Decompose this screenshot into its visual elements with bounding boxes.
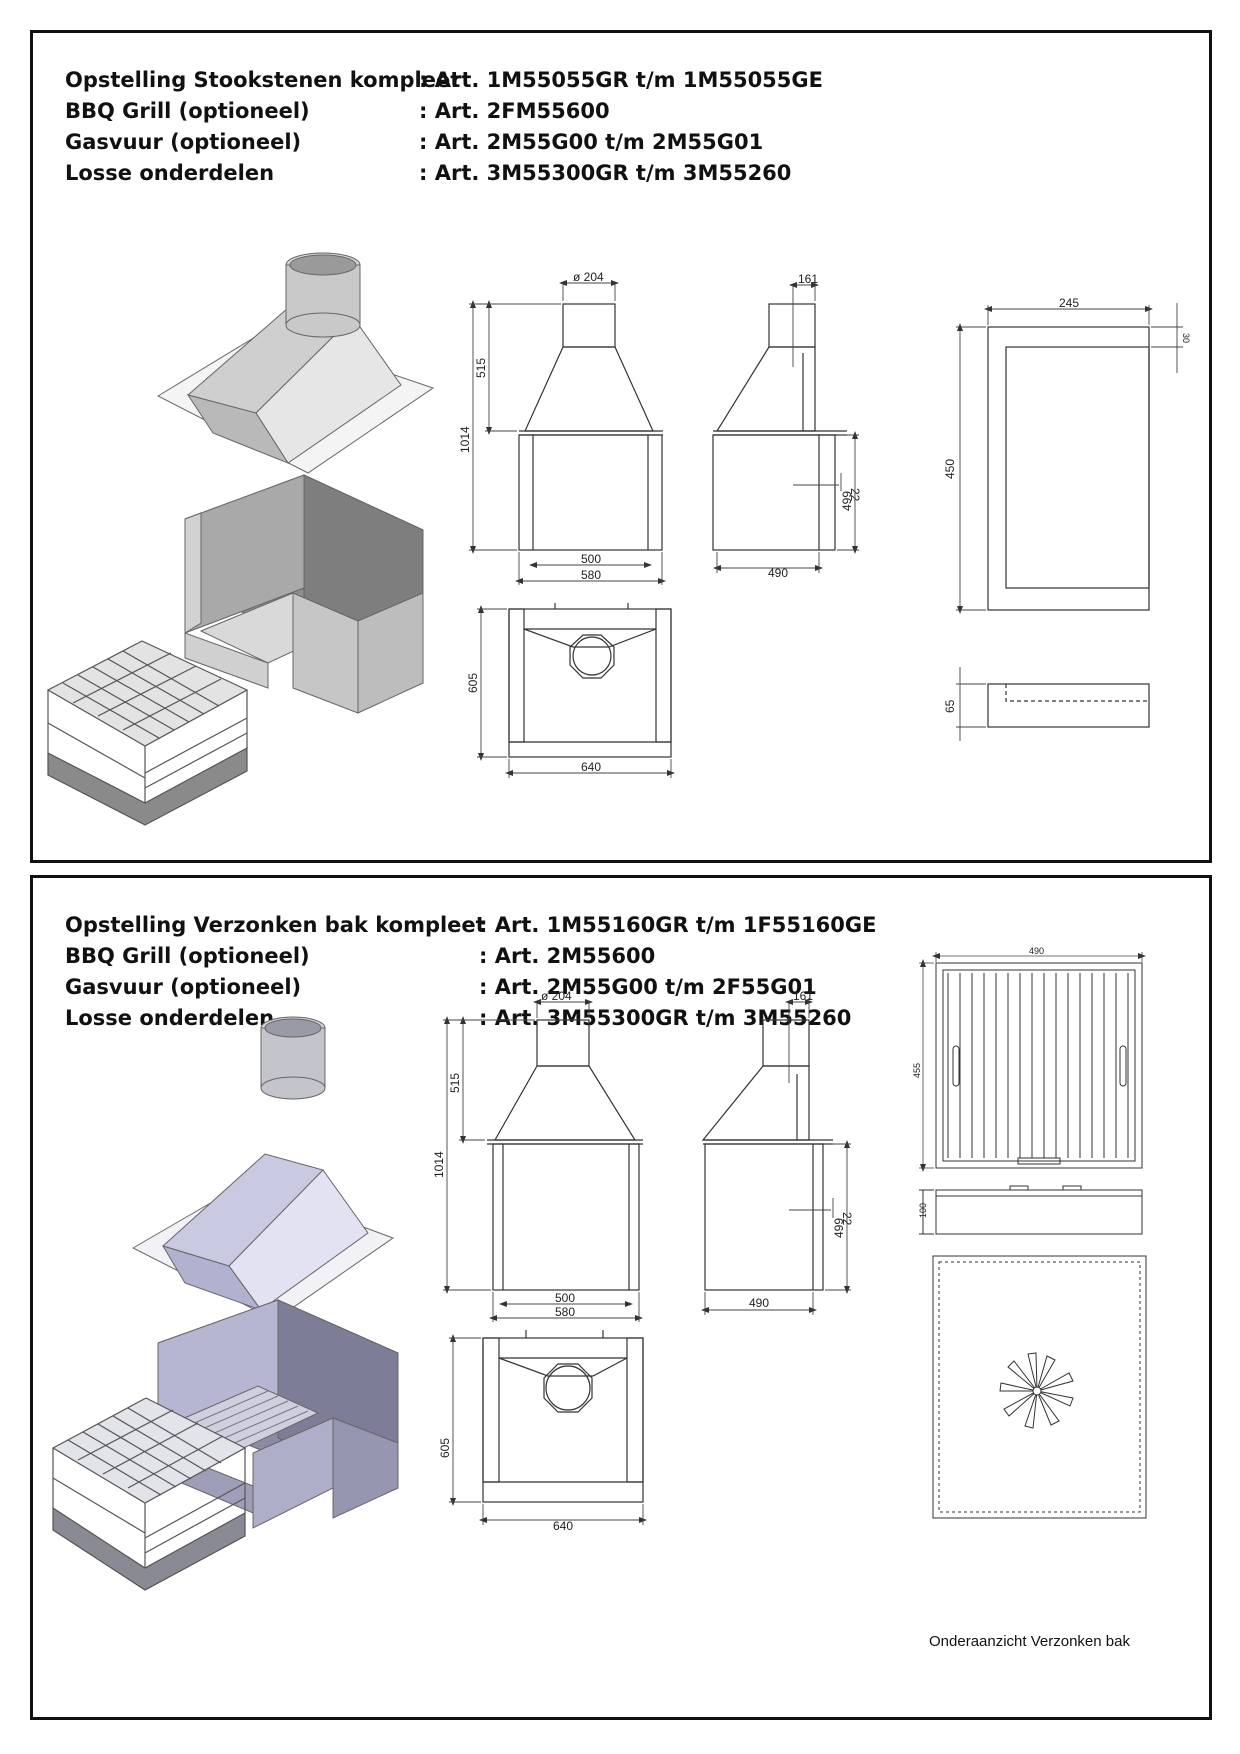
iso-bbq-grill	[51, 1397, 247, 1591]
dim-plan-width: 640	[553, 1519, 573, 1533]
spec-value: : Art. 2M55G00 t/m 2M55G01	[419, 130, 764, 154]
plan-view-dimensions	[449, 1334, 647, 1525]
tray-side-view	[919, 1185, 1143, 1235]
plan-view-dimensions	[477, 605, 675, 778]
spec-label: Opstelling Verzonken bak kompleet	[65, 913, 486, 937]
front-view	[487, 1019, 643, 1291]
spec-row: Opstelling Verzonken bak kompleet: Art. …	[65, 910, 876, 941]
dim-side-depth: 490	[768, 566, 788, 580]
dim-side-lower-height: 499	[832, 1218, 846, 1238]
dim-side-gap: 22	[848, 488, 862, 502]
spec-row: Gasvuur (optioneel) : Art. 2M55G00 t/m 2F…	[65, 972, 876, 1003]
dim-hood-height: 515	[448, 1073, 462, 1093]
vent-fan-icon	[999, 1352, 1074, 1429]
dim-flue-diameter: ø 204	[573, 270, 604, 284]
side-view	[712, 303, 847, 551]
dim-inner-width: 500	[555, 1291, 575, 1305]
spec-label: BBQ Grill (optioneel)	[65, 944, 310, 968]
spec-row: BBQ Grill (optioneel) : Art. 2FM55600	[65, 96, 823, 127]
dim-total-height: 1014	[432, 1151, 446, 1178]
side-view-dimensions	[713, 281, 859, 573]
technical-drawing: ø 204 515 1014 500 580 161	[51, 946, 1147, 1591]
spec-list: Opstelling Verzonken bak kompleet: Art. …	[65, 910, 876, 1034]
bottom-view-sunken-tray	[932, 1255, 1147, 1519]
spec-value: : Art. 1M55055GR t/m 1M55055GE	[419, 68, 823, 92]
panel-verzonken-bak: Opstelling Verzonken bak kompleet: Art. …	[30, 875, 1212, 1720]
side-view-dimensions	[701, 998, 851, 1315]
dim-tray-depth: 455	[912, 1063, 922, 1078]
spec-row: Gasvuur (optioneel) : Art. 2M55G00 t/m 2M…	[65, 127, 823, 158]
spec-value: : Art. 1M55160GR t/m 1F55160GE	[479, 913, 877, 937]
panel-stookstenen: Opstelling Stookstenen kompleet: Art. 1M…	[30, 30, 1212, 863]
spec-label: BBQ Grill (optioneel)	[65, 99, 310, 123]
dim-side-lower-height: 499	[840, 491, 854, 511]
dim-flue-diameter: ø 204	[541, 989, 572, 1003]
front-view-dimensions	[469, 280, 666, 585]
tray-top-view	[935, 962, 1143, 1169]
dim-stone-border: 30	[1181, 333, 1191, 343]
dim-stone-width: 245	[1059, 296, 1079, 310]
bottom-view-caption: Onderaanzicht Verzonken bak	[929, 1633, 1130, 1650]
dim-side-depth: 490	[749, 1296, 769, 1310]
spec-value: : Art. 2M55600	[479, 944, 656, 968]
iso-bbq-grill	[46, 640, 249, 826]
plan-view	[482, 1330, 644, 1503]
spec-value: : Art. 2M55G00 t/m 2F55G01	[479, 975, 817, 999]
spec-list: Opstelling Stookstenen kompleet: Art. 1M…	[65, 65, 823, 189]
dim-tray-width: 490	[1029, 946, 1044, 956]
dim-side-flue: 161	[798, 272, 818, 286]
dim-stone-thickness: 65	[943, 699, 957, 713]
iso-hood	[131, 1016, 395, 1321]
spec-row: BBQ Grill (optioneel) : Art. 2M55600	[65, 941, 876, 972]
spec-label: Opstelling Stookstenen kompleet	[65, 68, 461, 92]
dim-side-flue: 161	[793, 989, 813, 1003]
plan-view	[508, 603, 672, 758]
dim-side-gap: 22	[840, 1212, 854, 1226]
spec-value: : Art. 2FM55600	[419, 99, 610, 123]
dim-plan-depth: 605	[438, 1438, 452, 1458]
dim-plan-depth: 605	[466, 673, 480, 693]
spec-label: Losse onderdelen	[65, 1006, 275, 1030]
spec-row: Opstelling Stookstenen kompleet: Art. 1M…	[65, 65, 823, 96]
iso-sunken-box	[157, 1299, 399, 1529]
iso-hood	[156, 252, 435, 474]
spec-label: Gasvuur (optioneel)	[65, 130, 302, 154]
stone-slab	[987, 326, 1150, 728]
dim-stone-height: 450	[943, 459, 957, 479]
front-view	[518, 303, 663, 551]
dim-hood-height: 515	[474, 358, 488, 378]
spec-row: Losse onderdelen : Art. 3M55300GR t/m 3M5…	[65, 158, 823, 189]
technical-drawing: ø 204 515 1014 500 580 161	[46, 252, 1191, 826]
dim-plan-width: 640	[581, 760, 601, 774]
spec-value: : Art. 3M55300GR t/m 3M55260	[419, 161, 792, 185]
dim-inner-width: 500	[581, 552, 601, 566]
front-view-dimensions	[443, 999, 643, 1322]
stone-slab-dimensions	[956, 303, 1183, 741]
dim-outer-width: 580	[581, 568, 601, 582]
dim-total-height: 1014	[458, 426, 472, 453]
iso-firebox	[184, 474, 424, 714]
side-view	[701, 1019, 833, 1291]
dim-outer-width: 580	[555, 1305, 575, 1319]
spec-label: Losse onderdelen	[65, 161, 275, 185]
tray-dimensions	[919, 952, 1146, 1172]
dim-tray-height: 100	[918, 1203, 928, 1218]
spec-label: Gasvuur (optioneel)	[65, 975, 302, 999]
